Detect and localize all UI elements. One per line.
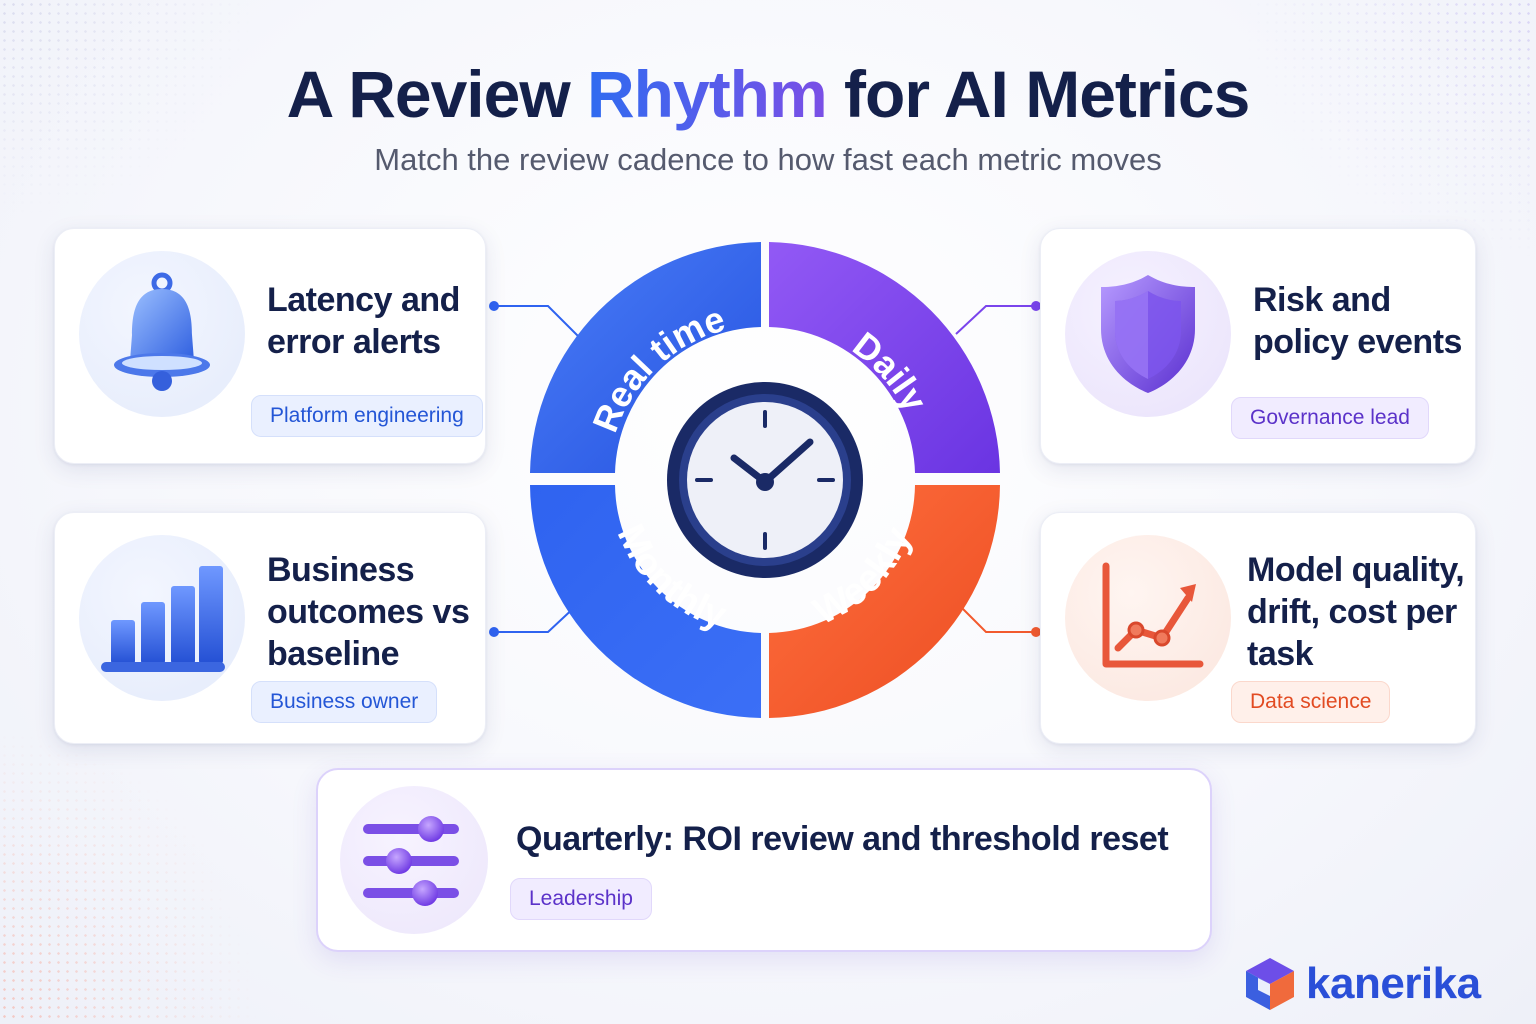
cadence-wheel: Real time Daily Weekly Monthly — [530, 242, 1000, 718]
card-quarterly: Quarterly: ROI review and threshold rese… — [316, 768, 1212, 952]
brand-name: kanerika — [1306, 959, 1481, 1008]
brand-logo: kanerika — [1244, 952, 1481, 1016]
background-dots — [0, 724, 260, 1024]
page-subtitle: Match the review cadence to how fast eac… — [374, 142, 1162, 177]
segment-weekly — [769, 485, 1000, 718]
owner-badge: Leadership — [510, 878, 652, 920]
owner-badge: Governance lead — [1231, 397, 1429, 439]
trend-chart-icon — [1065, 535, 1231, 701]
background-dots — [1236, 0, 1536, 260]
page-title: A Review Rhythm for AI Metrics — [286, 57, 1251, 131]
cube-logo-icon — [1246, 958, 1294, 1010]
segment-real-time — [530, 242, 761, 473]
card-title: Risk and policy events — [1253, 281, 1462, 361]
card-business-outcomes: Business outcomes vs baseline Business o… — [54, 512, 486, 744]
owner-badge: Platform engineering — [251, 395, 483, 437]
segment-daily — [769, 242, 1000, 473]
clock-icon — [667, 382, 863, 578]
title-accent: Rhythm — [587, 57, 828, 131]
card-title: Latency and error alerts — [267, 281, 460, 361]
card-title: Model quality, drift, cost per task — [1247, 551, 1465, 673]
segment-monthly — [530, 485, 761, 718]
bar-chart-icon — [79, 535, 245, 701]
card-title: Business outcomes vs baseline — [267, 551, 470, 673]
quarterly-title: Quarterly: ROI review and threshold rese… — [516, 820, 1169, 858]
background-dots — [0, 0, 260, 220]
bell-icon — [79, 251, 245, 417]
card-latency-alerts: Latency and error alerts Platform engine… — [54, 228, 486, 464]
shield-icon — [1065, 251, 1231, 417]
card-risk-policy: Risk and policy events Governance lead — [1040, 228, 1476, 464]
sliders-icon — [340, 786, 488, 934]
owner-badge: Business owner — [251, 681, 438, 723]
owner-badge: Data science — [1231, 681, 1391, 723]
card-model-quality: Model quality, drift, cost per task Data… — [1040, 512, 1476, 744]
